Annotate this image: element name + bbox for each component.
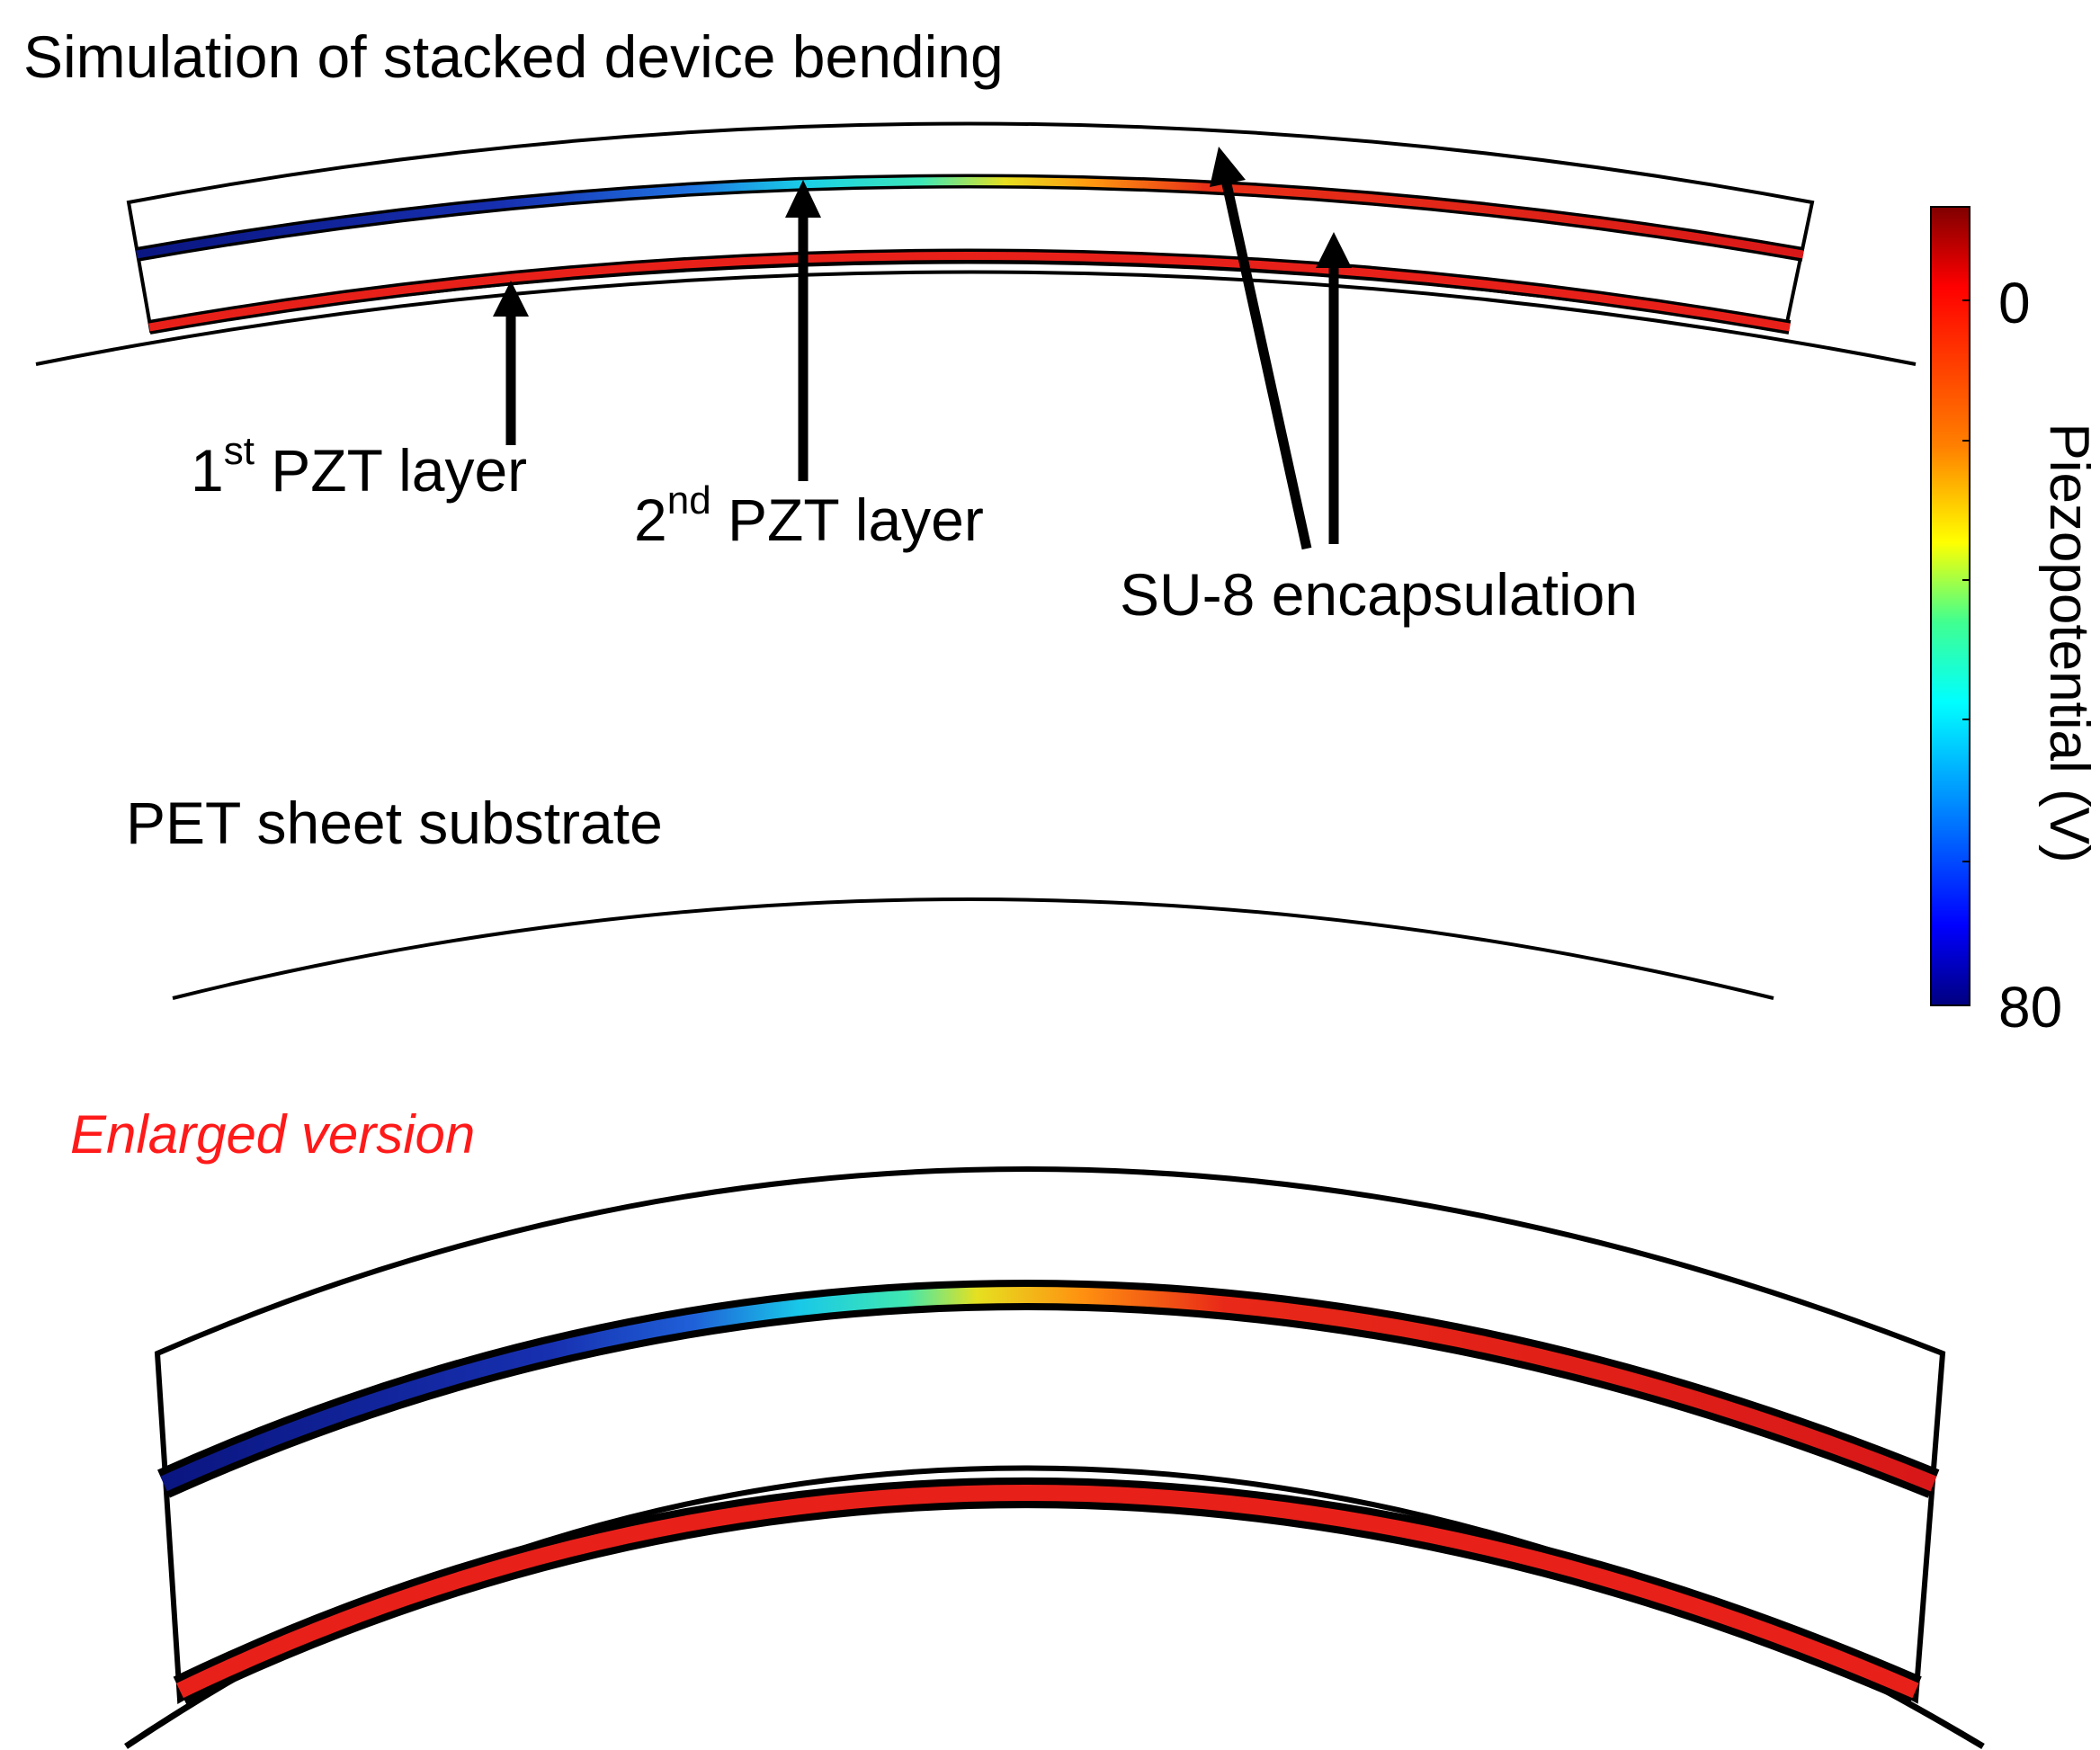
pet-substrate-arc — [172, 897, 1774, 1000]
arrow-su8-top — [1210, 147, 1312, 550]
colorbar — [1930, 206, 1970, 1006]
label-pzt-layer-1: 1st PZT layer — [191, 432, 527, 501]
label-pzt-layer-2-ordinal: 2 — [634, 487, 667, 553]
arrow-pzt2 — [785, 180, 821, 481]
label-pzt-layer-1-suffix: st — [223, 429, 255, 473]
arrow-su8-layer — [1316, 232, 1352, 544]
label-pzt-layer-2-text: PZT layer — [710, 487, 984, 553]
label-pet-substrate: PET sheet substrate — [126, 790, 663, 856]
arrow-pzt1 — [493, 281, 529, 445]
label-su8-encapsulation: SU-8 encapsulation — [1120, 561, 1639, 628]
label-pzt-layer-1-text: PZT layer — [254, 437, 528, 504]
label-pzt-layer-1-ordinal: 1 — [191, 437, 224, 504]
figure-title: Simulation of stacked device bending — [23, 23, 1004, 90]
colorbar-tick-label-top: 0 — [1998, 271, 2031, 335]
colorbar-title: Piezopotential (V) — [2038, 423, 2100, 863]
substrate-line-top — [35, 270, 1917, 366]
label-enlarged-version: Enlarged version — [70, 1104, 476, 1165]
colorbar-tick-label-bottom: 80 — [1998, 975, 2063, 1040]
label-pzt-layer-2-suffix: nd — [666, 478, 711, 522]
su8-encapsulation-enlarged — [154, 1166, 1946, 1704]
label-pzt-layer-2: 2nd PZT layer — [634, 481, 984, 550]
